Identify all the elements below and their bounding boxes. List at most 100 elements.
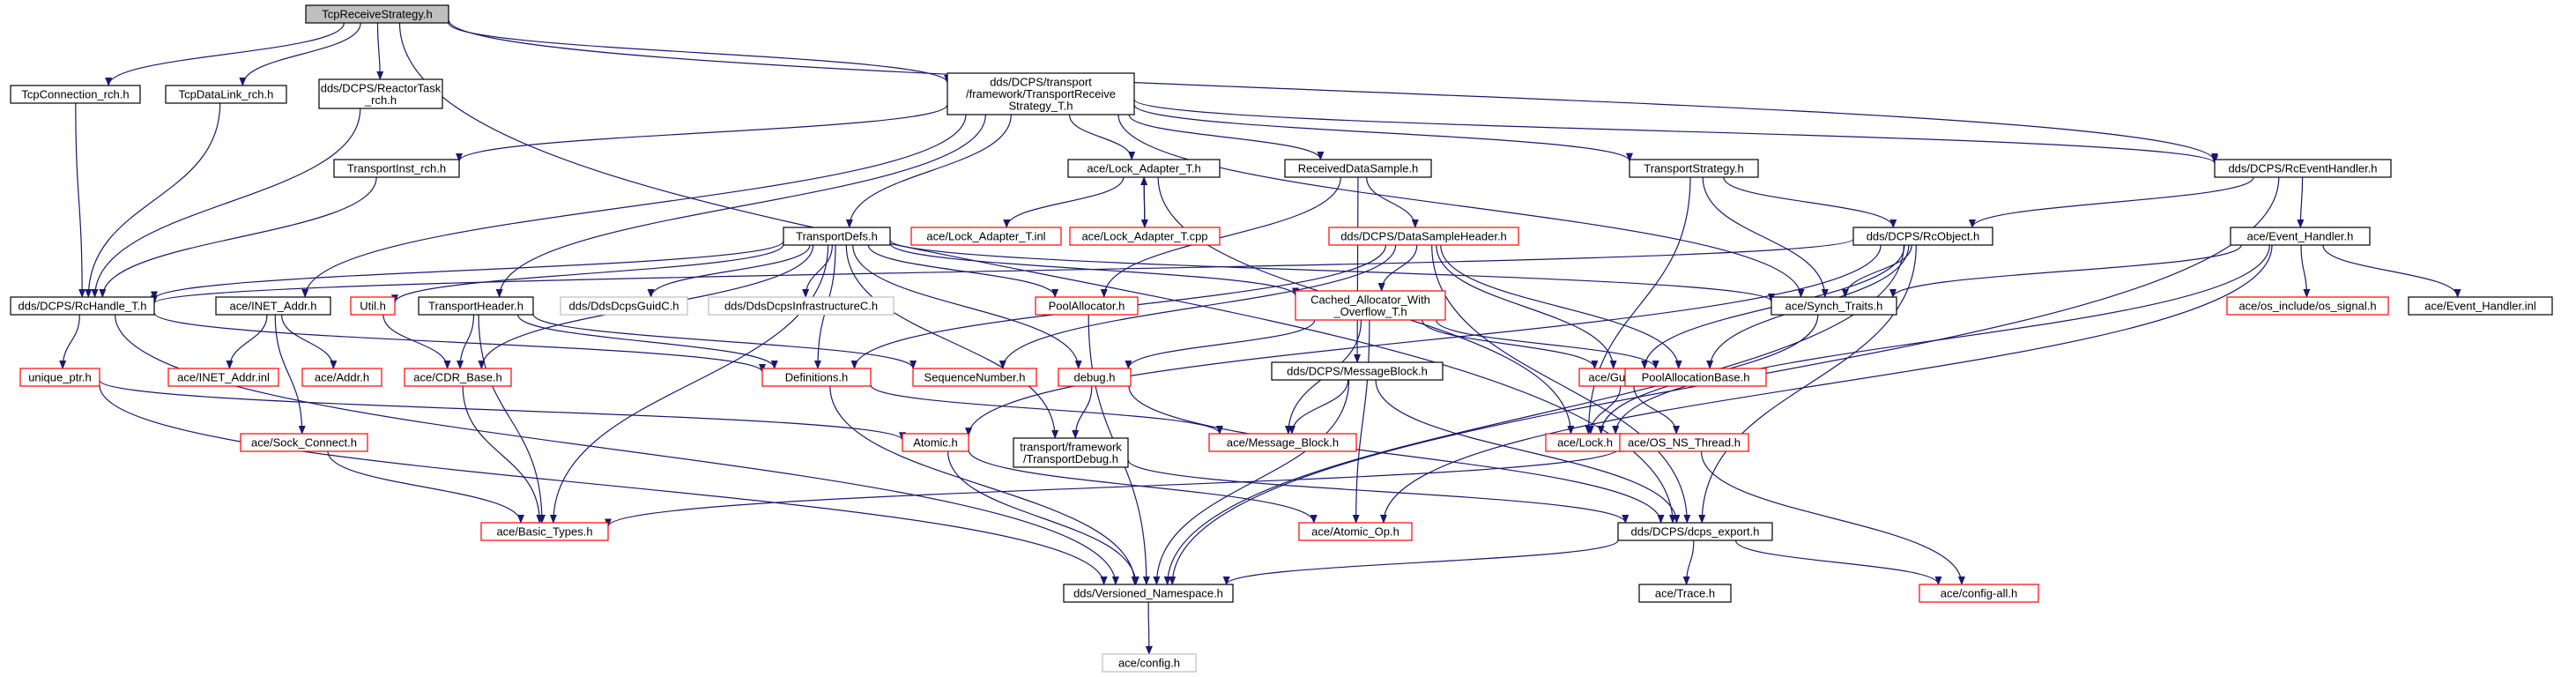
file-node-poolallocationbase[interactable]: PoolAllocationBase.h bbox=[1624, 368, 1767, 387]
file-node-label: dds/DCPS/DataSampleHeader.h bbox=[1340, 230, 1507, 243]
file-node-box bbox=[1619, 433, 1749, 452]
edge-root-to-tcpconn bbox=[105, 22, 345, 86]
file-node-tcpdatalink[interactable]: TcpDataLink_rch.h bbox=[165, 85, 287, 104]
file-node-tcpconn[interactable]: TcpConnection_rch.h bbox=[10, 85, 141, 104]
file-node-uniqueptr[interactable]: unique_ptr.h bbox=[19, 368, 100, 387]
file-node-atomicop[interactable]: ace/Atomic_Op.h bbox=[1298, 522, 1413, 541]
edge-transportheader-to-cdrbase bbox=[457, 314, 475, 369]
file-node-definitions[interactable]: Definitions.h bbox=[761, 368, 872, 387]
edge-inetaddr-to-sockconnect bbox=[274, 314, 306, 435]
file-node-label: ace/config.h bbox=[1118, 657, 1180, 670]
file-node-cdrbase[interactable]: ace/CDR_Base.h bbox=[404, 368, 512, 387]
file-node-dcpsexport[interactable]: dds/DCPS/dcps_export.h bbox=[1617, 522, 1773, 541]
file-node-box bbox=[1063, 584, 1234, 603]
file-node-label: ace/Lock_Adapter_T.inl bbox=[926, 230, 1045, 243]
file-node-box bbox=[10, 296, 155, 316]
file-node-acelock[interactable]: ace/Lock.h bbox=[1545, 433, 1625, 452]
file-node-datasampleheader[interactable]: dds/DCPS/DataSampleHeader.h bbox=[1328, 227, 1519, 246]
file-node-box bbox=[2408, 296, 2553, 316]
file-node-box bbox=[215, 296, 331, 316]
edge-inetaddr-to-addr bbox=[281, 314, 338, 369]
file-node-transportdebug[interactable]: transport/framework/TransportDebug.h bbox=[1013, 437, 1129, 468]
file-node-poolallocator[interactable]: PoolAllocator.h bbox=[1035, 296, 1139, 316]
file-node-infrac[interactable]: dds/DdsDcpsInfrastructureC.h bbox=[708, 296, 895, 316]
edge-rcobject-to-atomic bbox=[965, 244, 1882, 437]
file-node-box bbox=[1298, 522, 1413, 541]
edge-osnsthread-to-configall bbox=[1700, 450, 1965, 585]
file-node-sockconnect[interactable]: ace/Sock_Connect.h bbox=[240, 433, 368, 452]
edge-transportdefs-to-debug bbox=[852, 244, 1082, 369]
file-node-label: TransportDefs.h bbox=[796, 230, 878, 243]
file-node-synchtraits[interactable]: ace/Synch_Traits.h bbox=[1771, 296, 1897, 316]
file-node-label: dds/DCPS/dcps_export.h bbox=[1631, 525, 1760, 539]
file-node-eventhandler[interactable]: ace/Event_Handler.h bbox=[2230, 227, 2371, 246]
file-node-util[interactable]: Util.h bbox=[350, 296, 396, 316]
file-node-guidc[interactable]: dds/DdsDcpsGuidC.h bbox=[560, 296, 688, 316]
file-node-label: transport/framework bbox=[1020, 440, 1122, 453]
file-node-box bbox=[2226, 296, 2389, 316]
file-node-transportstrategy[interactable]: TransportStrategy.h bbox=[1629, 159, 1759, 178]
file-node-cachedallocator[interactable]: Cached_Allocator_With_Overflow_T.h bbox=[1295, 290, 1446, 321]
file-node-label: Util.h bbox=[360, 300, 386, 313]
file-node-rceventhandler[interactable]: dds/DCPS/RcEventHandler.h bbox=[2214, 159, 2392, 178]
file-node-box bbox=[240, 433, 368, 452]
file-node-label: ace/OS_NS_Thread.h bbox=[1628, 436, 1741, 450]
edge-transportdefs-to-util bbox=[391, 243, 784, 304]
file-node-label: PoolAllocationBase.h bbox=[1642, 371, 1750, 384]
file-node-reactortask[interactable]: dds/DCPS/ReactorTask_rch.h bbox=[318, 78, 443, 109]
file-node-acetrace[interactable]: ace/Trace.h bbox=[1638, 584, 1732, 603]
edge-atomic-to-versionednamespace bbox=[947, 450, 1140, 585]
file-node-box bbox=[165, 85, 287, 104]
file-node-atomic[interactable]: Atomic.h bbox=[902, 433, 969, 452]
file-node-rchandle[interactable]: dds/DCPS/RcHandle_T.h bbox=[10, 296, 155, 316]
file-node-inetaddr[interactable]: ace/INET_Addr.h bbox=[215, 296, 331, 316]
file-node-osnsthread[interactable]: ace/OS_NS_Thread.h bbox=[1619, 433, 1749, 452]
file-node-label: ace/Message_Block.h bbox=[1227, 436, 1339, 450]
edge-rceventhandler-to-eventhandler bbox=[2297, 176, 2305, 228]
edge-root-to-trs bbox=[448, 22, 951, 84]
file-node-box bbox=[1067, 159, 1221, 178]
file-node-configall[interactable]: ace/config-all.h bbox=[1919, 584, 2039, 603]
edge-messageblock-to-versionednamespace bbox=[1153, 379, 1350, 585]
file-node-basictypes[interactable]: ace/Basic_Types.h bbox=[480, 522, 609, 541]
file-node-sequencenumber[interactable]: SequenceNumber.h bbox=[912, 368, 1037, 387]
file-node-trs[interactable]: dds/DCPS/transport/framework/TransportRe… bbox=[947, 72, 1135, 115]
file-node-box bbox=[1617, 522, 1773, 541]
file-node-box bbox=[333, 159, 460, 178]
edge-receiveddatasample-to-poolallocator bbox=[1100, 176, 1341, 298]
file-node-box bbox=[1852, 227, 1993, 246]
file-node-inetaddrinl[interactable]: ace/INET_Addr.inl bbox=[167, 368, 279, 387]
file-node-rcobject[interactable]: dds/DCPS/RcObject.h bbox=[1852, 227, 1993, 246]
file-node-versionednamespace[interactable]: dds/Versioned_Namespace.h bbox=[1063, 584, 1234, 603]
file-node-lockadapterinl[interactable]: ace/Lock_Adapter_T.inl bbox=[910, 227, 1062, 246]
file-node-lockadaptercpp[interactable]: ace/Lock_Adapter_T.cpp bbox=[1069, 227, 1221, 246]
edge-root-to-rceventhandler bbox=[448, 19, 2218, 162]
edge-transportdefs-to-transportdebug bbox=[845, 244, 1059, 439]
file-node-ace_messageblock[interactable]: ace/Message_Block.h bbox=[1208, 433, 1357, 452]
file-node-transportheader[interactable]: TransportHeader.h bbox=[418, 296, 534, 316]
file-node-messageblock[interactable]: dds/DCPS/MessageBlock.h bbox=[1271, 361, 1444, 381]
file-node-aceconfig[interactable]: ace/config.h bbox=[1102, 653, 1197, 673]
file-node-label: dds/DCPS/RcEventHandler.h bbox=[2228, 162, 2377, 175]
file-node-box bbox=[1035, 296, 1139, 316]
file-node-lockadapter[interactable]: ace/Lock_Adapter_T.h bbox=[1067, 159, 1221, 178]
edge-dcpsexport-to-configall bbox=[1734, 539, 1942, 585]
file-node-box bbox=[1624, 368, 1767, 387]
file-node-transportinst[interactable]: TransportInst_rch.h bbox=[333, 159, 460, 178]
file-node-addr[interactable]: ace/Addr.h bbox=[301, 368, 382, 387]
edge-debug-to-dcpsexport bbox=[1128, 385, 1665, 524]
file-node-box bbox=[1208, 433, 1357, 452]
file-node-receiveddatasample[interactable]: ReceivedDataSample.h bbox=[1284, 159, 1432, 178]
file-node-transportdefs[interactable]: TransportDefs.h bbox=[783, 227, 891, 246]
file-node-label: TcpReceiveStrategy.h bbox=[322, 8, 433, 21]
file-node-ossignal[interactable]: ace/os_include/os_signal.h bbox=[2226, 296, 2389, 316]
file-node-debug[interactable]: debug.h bbox=[1058, 368, 1132, 387]
edge-rceventhandler-to-rcobject bbox=[1969, 176, 2254, 228]
file-node-label: ace/Lock_Adapter_T.cpp bbox=[1081, 230, 1207, 243]
edge-eventhandler-to-atomicop bbox=[1380, 244, 2273, 524]
edge-trs-to-lockadapter bbox=[1068, 114, 1136, 160]
file-node-eventhandlerinl[interactable]: ace/Event_Handler.inl bbox=[2408, 296, 2553, 316]
edge-trs-to-inetaddr bbox=[301, 114, 967, 298]
edge-messageblock-to-dcpsexport bbox=[1375, 379, 1681, 524]
